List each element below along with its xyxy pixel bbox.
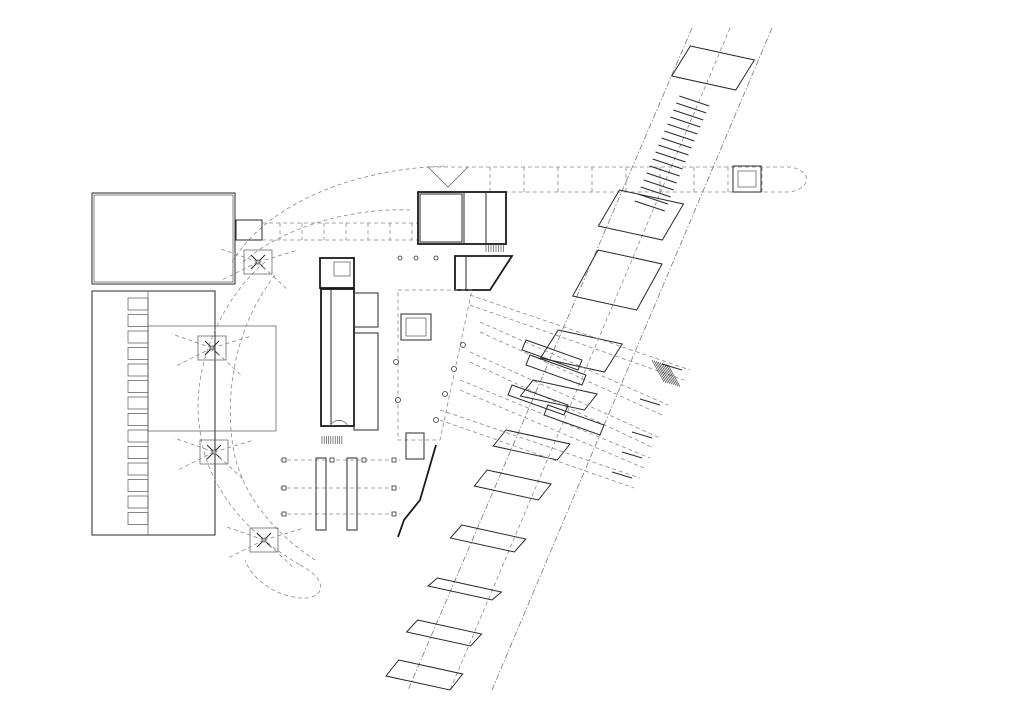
branch-terminus: [661, 363, 683, 371]
column: [281, 511, 287, 517]
plant-room: [173, 437, 255, 481]
branch-terminus: [611, 471, 633, 479]
branch-walkway: [439, 409, 641, 479]
branch-pavilion: [521, 339, 583, 371]
column: [281, 485, 287, 491]
step-band: [658, 144, 689, 156]
stair-tread: [651, 359, 665, 383]
branch-terminus: [621, 451, 643, 459]
spine-building: [385, 659, 464, 691]
stair-tread: [653, 360, 667, 383]
building-bay: [127, 347, 149, 360]
step-band: [652, 158, 683, 170]
step-band: [649, 165, 680, 177]
stair-tread: [663, 363, 677, 386]
building-bay: [127, 479, 149, 492]
spine-building: [670, 45, 756, 91]
column: [329, 457, 335, 463]
branch-walkway: [459, 379, 651, 459]
building-bay: [127, 314, 149, 327]
stair-tread: [655, 361, 669, 384]
step-band: [667, 123, 698, 135]
central-hall: [319, 257, 379, 444]
column: [391, 457, 397, 463]
column: [361, 457, 367, 463]
step-band: [637, 193, 668, 205]
step-band: [661, 137, 692, 149]
building-bay: [127, 413, 149, 426]
stair-tread: [659, 362, 673, 385]
spine-building: [449, 524, 527, 553]
branch-walkway: [479, 321, 669, 406]
branch-pavilion: [543, 404, 605, 436]
west-connector: [235, 219, 418, 241]
column: [281, 457, 287, 463]
step-band: [655, 151, 686, 163]
building-bay: [127, 297, 149, 311]
branch-pavilion: [525, 354, 587, 386]
building-bay: [127, 363, 149, 377]
spine-building: [426, 577, 503, 601]
step-band: [676, 102, 707, 114]
branch-pavilion: [507, 384, 569, 416]
stair-tread: [661, 362, 675, 386]
plant-room: [217, 247, 299, 291]
branch-walkway: [469, 294, 691, 371]
north-building: [397, 191, 514, 291]
column: [391, 485, 397, 491]
step-band: [664, 130, 695, 142]
west-building-upper: [91, 192, 236, 285]
spine-building: [473, 469, 552, 501]
step-band: [640, 186, 671, 198]
building-bay: [127, 330, 149, 344]
stair-tread: [657, 361, 671, 384]
plant-room: [223, 525, 305, 569]
east-branches: [439, 294, 691, 489]
spine-building: [571, 249, 663, 311]
spine-building: [492, 429, 571, 461]
diagonal-spine: [385, 27, 773, 691]
east-corridor: [427, 165, 807, 193]
spine-building: [597, 189, 685, 241]
spine-building: [539, 329, 624, 373]
building-bay: [127, 380, 149, 393]
stair-tread: [667, 364, 681, 387]
step-band: [646, 172, 677, 184]
step-band: [634, 200, 665, 212]
step-band: [679, 95, 710, 107]
step-band: [643, 179, 674, 191]
building-bay: [127, 446, 149, 459]
fan-symbols: [171, 247, 305, 569]
spine-building: [405, 619, 483, 647]
building-bay: [127, 512, 149, 525]
central-plaza: [393, 289, 473, 538]
building-bay: [127, 495, 149, 509]
column: [391, 511, 397, 517]
step-band: [670, 116, 701, 128]
west-building-lower: [91, 290, 277, 536]
branch-terminus: [631, 431, 653, 439]
stair-tread: [665, 364, 679, 387]
south-colonnade: [280, 457, 400, 531]
building-bay: [127, 396, 149, 410]
plant-room: [171, 333, 253, 377]
step-band: [673, 109, 704, 121]
building-bay: [127, 429, 149, 443]
stair-east: [651, 359, 681, 387]
branch-terminus: [639, 398, 661, 406]
building-bay: [127, 462, 149, 476]
spine-building: [519, 379, 599, 411]
